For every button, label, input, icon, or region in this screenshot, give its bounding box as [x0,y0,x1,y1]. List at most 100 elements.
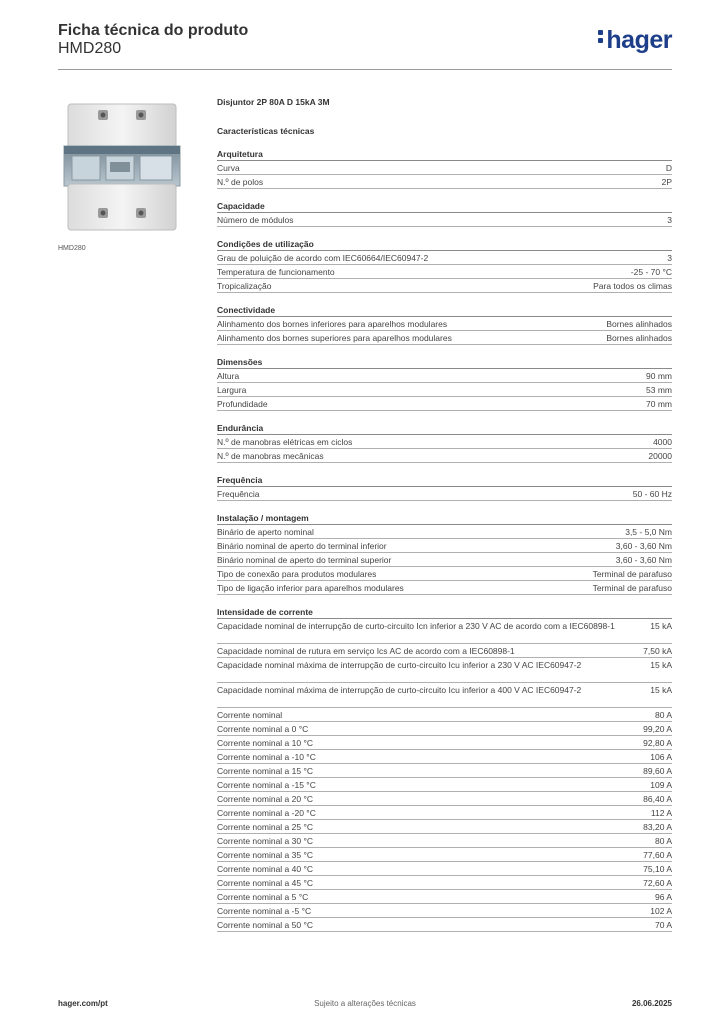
spec-row: Corrente nominal a 35 °C 77,60 A [217,848,672,862]
product-reference: HMD280 [58,40,122,57]
spec-row: Altura 90 mm [217,369,672,383]
spec-row: Grau de poluição de acordo com IEC60664/… [217,251,672,265]
spec-label: Altura [217,371,240,381]
spec-value: 2P [661,177,672,187]
spec-label: N.º de polos [217,177,264,187]
spec-label: Número de módulos [217,215,294,225]
spec-value: 15 kA [650,621,672,631]
spec-row: Tipo de ligação inferior para aparelhos … [217,581,672,595]
spec-label: Curva [217,163,240,173]
spec-label: Corrente nominal a -10 °C [217,752,316,762]
spec-label: Capacidade nominal máxima de interrupção… [217,685,582,695]
spec-label: Corrente nominal a 20 °C [217,794,314,804]
spec-label: Frequência [217,489,260,499]
spec-label: Corrente nominal [217,710,283,720]
spec-label: Corrente nominal a -20 °C [217,808,316,818]
spec-label: Tipo de ligação inferior para aparelhos … [217,583,404,593]
spec-label: Binário de aperto nominal [217,527,314,537]
features-heading: Características técnicas [217,126,315,136]
section-title: Frequência [217,474,672,487]
spec-value: 7,50 kA [643,646,672,656]
spec-value: 70 mm [646,399,672,409]
spec-label: Corrente nominal a 45 °C [217,878,314,888]
spec-label: Alinhamento dos bornes superiores para a… [217,333,452,343]
spec-label: Capacidade nominal de interrupção de cur… [217,621,615,631]
spec-row: Frequência 50 - 60 Hz [217,487,672,501]
spec-value: 3 [667,253,672,263]
spec-label: Capacidade nominal de rutura em serviço … [217,646,515,656]
spec-label: Tropicalização [217,281,272,291]
spec-label: Corrente nominal a 35 °C [217,850,314,860]
spec-label: Corrente nominal a 50 °C [217,920,314,930]
spec-value: 50 - 60 Hz [632,489,672,499]
spec-row: Corrente nominal a -10 °C 106 A [217,750,672,764]
section-title: Capacidade [217,200,672,213]
spec-value: Terminal de parafuso [592,583,672,593]
logo-dots-icon [598,27,604,46]
spec-row: Corrente nominal a -20 °C 112 A [217,806,672,820]
spec-row: Corrente nominal a 30 °C 80 A [217,834,672,848]
spec-value: 3,5 - 5,0 Nm [625,527,672,537]
spec-row: Binário de aperto nominal 3,5 - 5,0 Nm [217,525,672,539]
spec-value: Bornes alinhados [606,333,672,343]
spec-value: 96 A [654,892,672,902]
product-image [58,96,188,236]
header-divider [58,69,672,70]
spec-value: 53 mm [646,385,672,395]
spec-value: 80 A [654,836,672,846]
hager-logo: hager [598,26,672,55]
spec-value: 109 A [650,780,672,790]
footer-notice: Sujeito a alterações técnicas [314,999,416,1008]
spec-value: 106 A [650,752,672,762]
spec-value: 92,80 A [643,738,672,748]
section-title: Conectividade [217,304,672,317]
document-title: Ficha técnica do produto [58,22,249,39]
spec-row: Corrente nominal a 5 °C 96 A [217,890,672,904]
footer-website-link[interactable]: hager.com/pt [58,999,108,1008]
section-title: Dimensões [217,356,672,369]
spec-label: Grau de poluição de acordo com IEC60664/… [217,253,429,263]
section-title: Instalação / montagem [217,512,672,525]
spec-value: -25 - 70 °C [630,267,672,277]
spec-label: Binário nominal de aperto do terminal in… [217,541,387,551]
spec-value: 20000 [648,451,672,461]
spec-value: Bornes alinhados [606,319,672,329]
page-header: Ficha técnica do produto HMD280 hager [58,20,672,70]
spec-label: Corrente nominal a 0 °C [217,724,309,734]
logo-text: hager [606,26,672,54]
spec-label: Binário nominal de aperto do terminal su… [217,555,392,565]
spec-row: Temperatura de funcionamento -25 - 70 °C [217,265,672,279]
spec-label: Corrente nominal a 30 °C [217,836,314,846]
section-title: Endurância [217,422,672,435]
spec-label: Temperatura de funcionamento [217,267,335,277]
spec-value: 77,60 A [643,850,672,860]
spec-row: N.º de polos 2P [217,175,672,189]
spec-value: 75,10 A [643,864,672,874]
circuit-breaker-icon [58,96,188,236]
spec-value: 112 A [650,808,672,818]
spec-label: Corrente nominal a 5 °C [217,892,309,902]
spec-value: 70 A [654,920,672,930]
spec-row: Capacidade nominal de rutura em serviço … [217,644,672,658]
spec-value: 90 mm [646,371,672,381]
spec-label: Profundidade [217,399,268,409]
section-title: Condições de utilização [217,238,672,251]
spec-value: 102 A [650,906,672,916]
spec-row: Binário nominal de aperto do terminal in… [217,539,672,553]
spec-value: 72,60 A [643,878,672,888]
